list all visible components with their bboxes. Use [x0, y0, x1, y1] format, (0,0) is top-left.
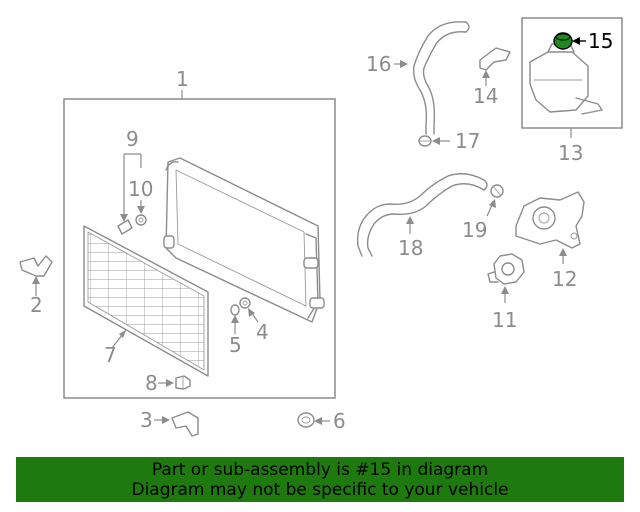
- banner-line-1: Part or sub-assembly is #15 in diagram: [151, 460, 489, 480]
- bracket-9[interactable]: [117, 219, 133, 235]
- reservoir-box: [521, 17, 623, 129]
- radiator[interactable]: [163, 157, 325, 323]
- pump-housing-12[interactable]: [515, 191, 585, 249]
- hose-16[interactable]: [412, 21, 470, 135]
- clamp-19[interactable]: [490, 184, 504, 198]
- callout-14[interactable]: 14: [473, 84, 498, 108]
- water-pump-11[interactable]: [487, 253, 525, 285]
- callout-5[interactable]: 5: [229, 333, 242, 357]
- callout-16[interactable]: 16: [366, 52, 391, 76]
- grommet-4[interactable]: [239, 297, 251, 309]
- assembly-box: [63, 98, 336, 399]
- callout-13[interactable]: 13: [558, 141, 583, 165]
- callout-18[interactable]: 18: [398, 236, 423, 260]
- callout-11[interactable]: 11: [492, 308, 517, 332]
- callout-4[interactable]: 4: [256, 320, 269, 344]
- callout-15[interactable]: 15: [588, 29, 613, 53]
- callout-19[interactable]: 19: [462, 218, 487, 242]
- clamp-17[interactable]: [418, 135, 432, 147]
- callout-6[interactable]: 6: [333, 409, 346, 433]
- callout-10[interactable]: 10: [128, 177, 153, 201]
- reservoir-cap-15[interactable]: [553, 32, 573, 50]
- bolt-8[interactable]: [175, 375, 191, 390]
- bushing-5[interactable]: [230, 304, 240, 316]
- hose-18[interactable]: [356, 173, 488, 257]
- nut-10[interactable]: [135, 214, 147, 226]
- bracket-3[interactable]: [171, 411, 199, 437]
- callout-17[interactable]: 17: [455, 129, 480, 153]
- banner-line-2: Diagram may not be specific to your vehi…: [131, 480, 509, 500]
- callout-1[interactable]: 1: [176, 67, 189, 91]
- info-banner: Part or sub-assembly is #15 in diagram D…: [16, 457, 624, 502]
- bracket-2[interactable]: [19, 255, 53, 277]
- callout-3[interactable]: 3: [140, 408, 153, 432]
- bracket-14[interactable]: [479, 47, 511, 71]
- callout-2[interactable]: 2: [30, 293, 43, 317]
- callout-8[interactable]: 8: [145, 371, 158, 395]
- fan-shroud[interactable]: [83, 225, 209, 377]
- callout-12[interactable]: 12: [552, 267, 577, 291]
- callout-7[interactable]: 7: [104, 343, 117, 367]
- grommet-6[interactable]: [297, 412, 315, 428]
- reservoir-tank-13[interactable]: [529, 43, 603, 115]
- callout-9[interactable]: 9: [126, 127, 139, 151]
